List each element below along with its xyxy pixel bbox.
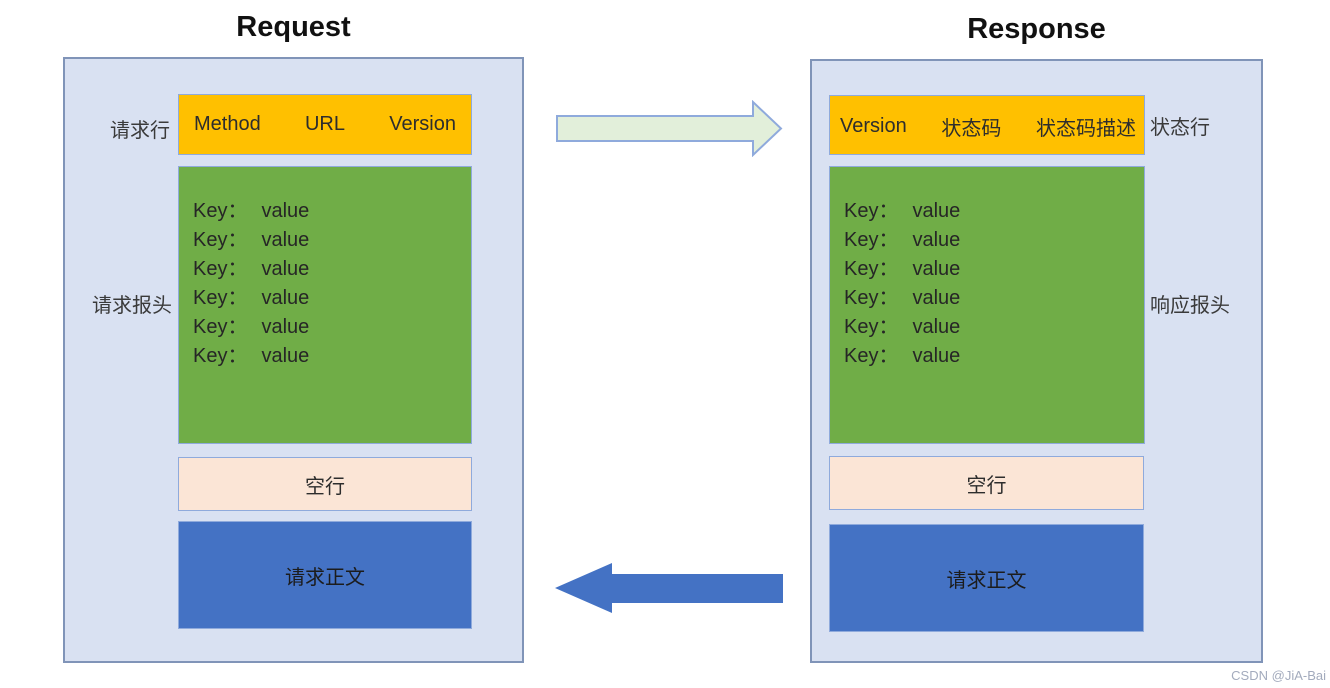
request-method-text: Method: [194, 113, 261, 135]
request-headers-box: Key：value Key：value Key：value Key：value …: [178, 166, 472, 444]
header-line: Key：value: [844, 287, 961, 309]
response-status-desc-text: 状态码描述: [1036, 117, 1136, 140]
header-line: Key：value: [844, 258, 961, 280]
header-line: Key：value: [193, 200, 310, 222]
request-version-text: Version: [389, 113, 456, 135]
response-status-code-text: 状态码: [941, 117, 1002, 140]
header-line: Key：value: [193, 316, 310, 338]
header-line: Key：value: [193, 287, 310, 309]
header-line: Key：value: [193, 345, 310, 367]
request-direction-arrow-icon: [556, 100, 783, 157]
request-line-box: Method URL Version: [178, 94, 472, 155]
response-blank-line-box: 空行: [829, 456, 1144, 510]
request-title: Request: [236, 11, 351, 43]
response-panel: Version 状态码 状态码描述 状态行 Key：value Key：valu…: [810, 59, 1263, 663]
response-version-text: Version: [840, 114, 907, 137]
header-line: Key：value: [844, 200, 961, 222]
response-direction-arrow-icon: [555, 563, 783, 613]
response-headers-box: Key：value Key：value Key：value Key：value …: [829, 166, 1145, 444]
header-line: Key：value: [193, 258, 310, 280]
header-line: Key：value: [844, 345, 961, 367]
request-blank-line-box: 空行: [178, 457, 472, 511]
request-body-box: 请求正文: [178, 521, 472, 629]
response-status-label: 状态行: [1150, 117, 1210, 139]
header-line: Key：value: [844, 316, 961, 338]
response-headers-label: 响应报头: [1150, 295, 1230, 317]
header-line: Key：value: [193, 229, 310, 251]
response-body-box: 请求正文: [829, 524, 1144, 632]
request-headers-label: 请求报头: [92, 295, 172, 317]
request-url-text: URL: [304, 113, 345, 135]
request-line-label: 请求行: [110, 120, 170, 142]
request-panel: 请求行 Method URL Version 请求报头 Key：value Ke…: [63, 57, 524, 663]
watermark: CSDN @JiA-Bai: [1231, 668, 1326, 683]
response-title: Response: [967, 13, 1106, 45]
response-status-line-box: Version 状态码 状态码描述: [829, 95, 1145, 155]
header-line: Key：value: [844, 229, 961, 251]
